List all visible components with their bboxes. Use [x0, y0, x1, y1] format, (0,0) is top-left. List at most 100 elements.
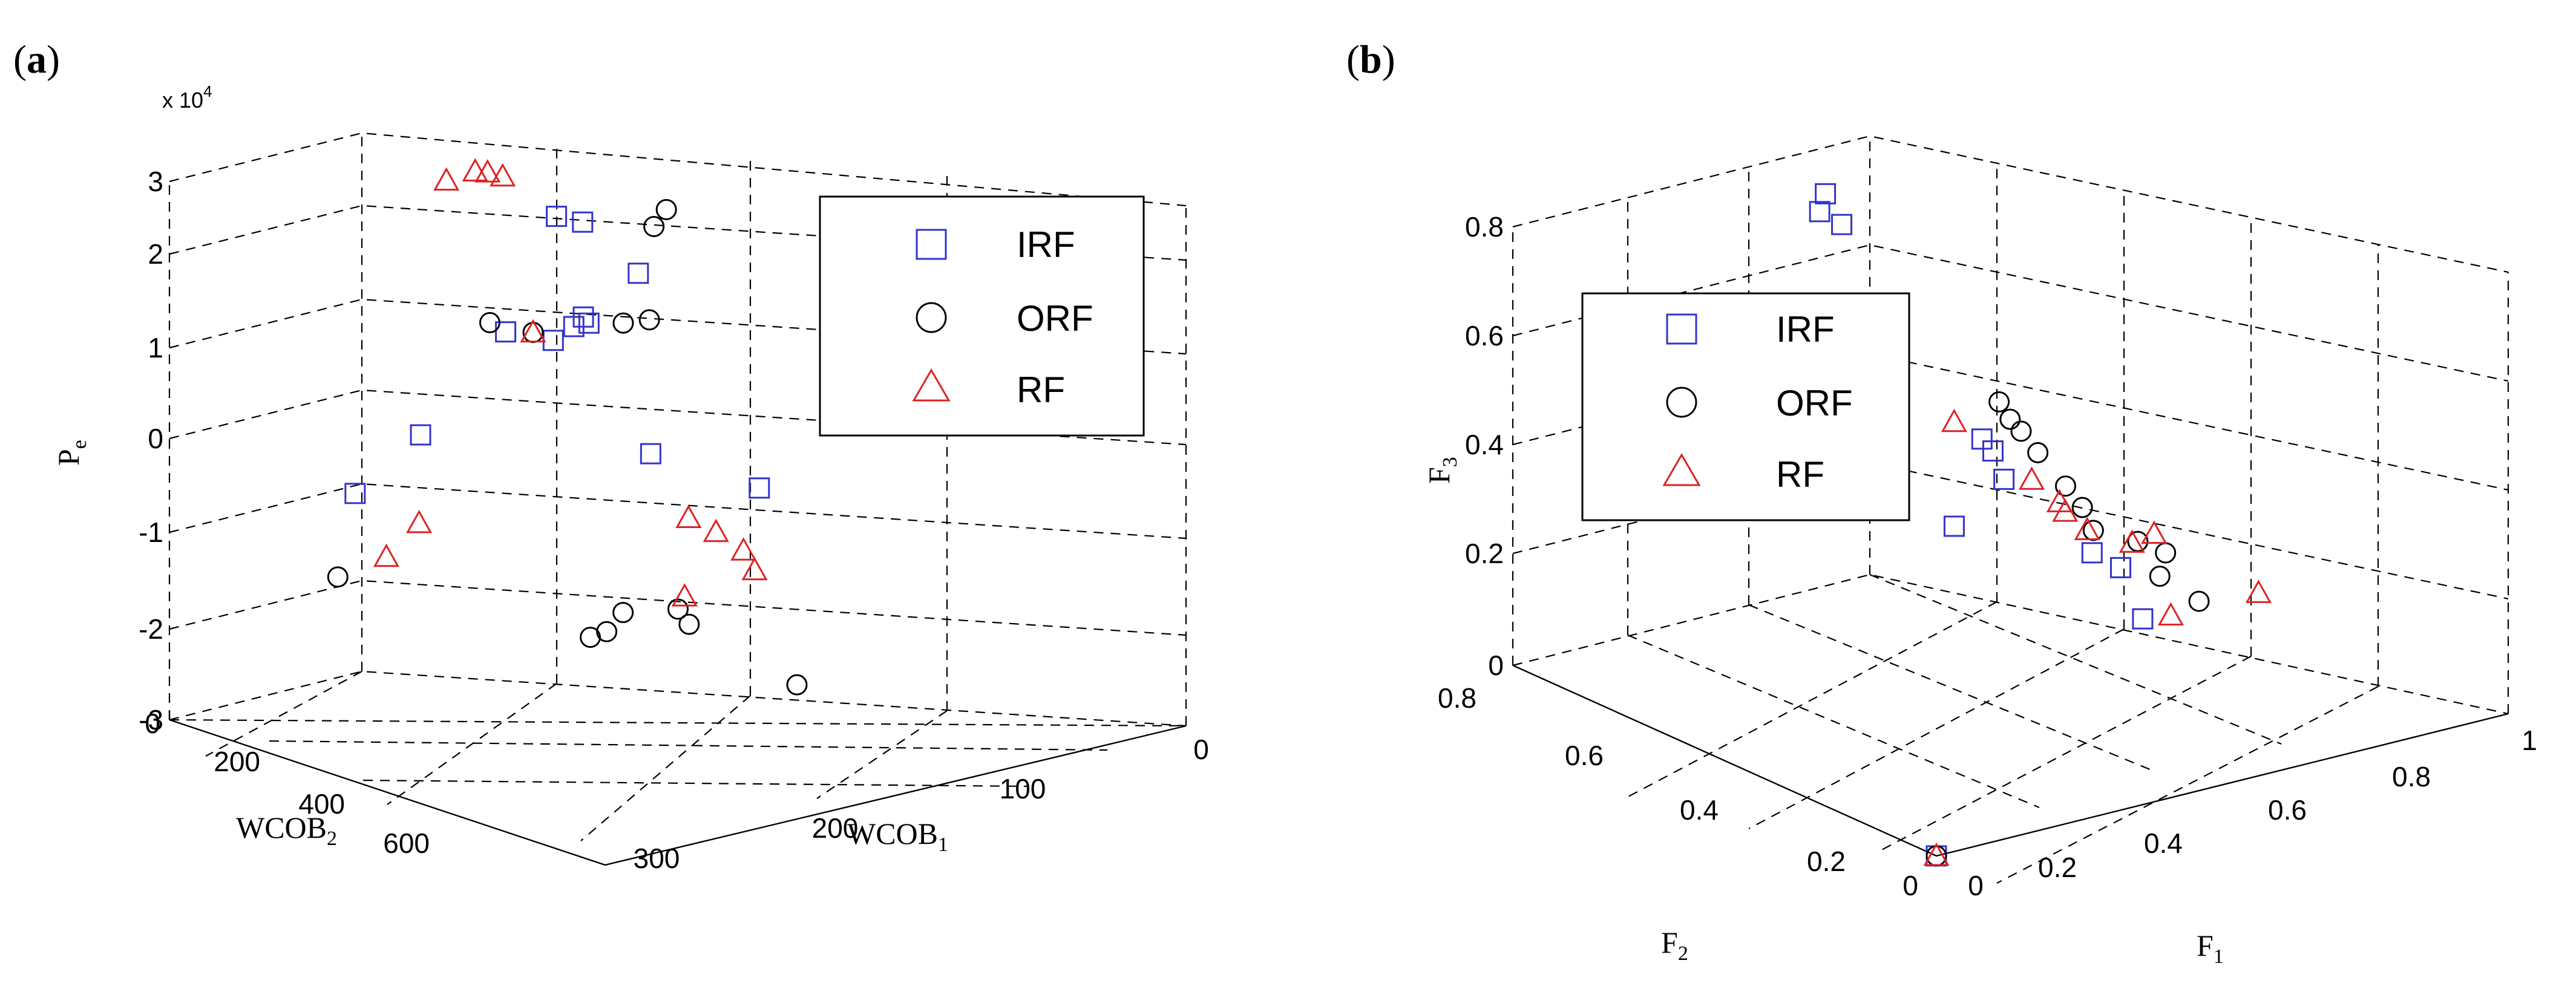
chart-b-y-ticks: 0 0.2 0.4 0.6 0.8 [1438, 682, 1918, 901]
chart-b-data-points [1809, 183, 2272, 867]
chart-a-x-tick-label: 200 [812, 812, 859, 844]
chart-a-legend-label-rf: RF [1017, 370, 1065, 410]
chart-b-x-tick-label: 0 [1968, 870, 1984, 901]
chart-b-z-axis-label: F3 [1422, 457, 1461, 484]
chart-b-point-orf [2055, 475, 2076, 497]
chart-a-point-irf [344, 483, 366, 504]
chart-b-legend-label-orf: ORF [1776, 383, 1853, 423]
chart-a-z-tick-label: -2 [139, 613, 163, 645]
chart-a-x-tick-label: 0 [1193, 734, 1209, 765]
chart-a-point-rf [675, 504, 702, 528]
chart-b-y-tick-label: 0 [1903, 870, 1918, 901]
chart-b-legend-marker-rf [1662, 453, 1701, 486]
chart-b-x-axis-label: F1 [2197, 928, 2224, 968]
chart-a-legend-marker-orf [916, 302, 947, 333]
chart-b-point-rf [2074, 517, 2100, 540]
chart-b-x-ticks: 00.20.40.60.81 [1968, 725, 2537, 901]
chart-b-point-irf [1809, 201, 1830, 223]
chart-b-point-orf [2010, 420, 2032, 442]
chart-a-point-irf [578, 312, 600, 334]
chart-a-point-irf [572, 211, 594, 233]
chart-a-point-orf [612, 602, 634, 624]
chart-a-legend-marker-rf [912, 368, 951, 402]
chart-b-point-orf [2027, 442, 2049, 463]
chart-b-point-rf [2052, 498, 2079, 522]
chart-a-y-tick-label: 200 [214, 746, 260, 777]
chart-a-point-irf [546, 206, 568, 227]
chart-a-z-tick-label: 0 [148, 423, 163, 454]
chart-a-legend: IRF ORF RF [819, 195, 1145, 437]
chart-b-z-tick-label: 0.8 [1465, 211, 1504, 243]
chart-a-point-rf [373, 543, 400, 567]
chart-b-y-tick-label: 0.4 [1680, 794, 1719, 826]
chart-a-point-orf [643, 215, 665, 237]
chart-b-z-ticks: 0 0.2 0.4 0.6 0.8 [1465, 211, 1504, 681]
chart-a-point-orf [612, 312, 634, 334]
chart-b-y-tick-label: 0.6 [1565, 740, 1604, 771]
chart-b-legend-label-rf: RF [1776, 454, 1824, 495]
chart-b-point-orf [1988, 391, 2010, 413]
chart-a-point-irf [410, 424, 431, 446]
chart-a-point-rf [474, 159, 501, 183]
chart-a-point-rf [730, 537, 757, 561]
chart-a-legend-marker-irf [916, 229, 947, 260]
chart-b-point-orf [2149, 566, 2171, 587]
chart-b-point-rf [2018, 466, 2045, 490]
chart-a-z-axis-label: Pe [51, 440, 91, 466]
chart-a-point-irf [628, 263, 649, 284]
chart-b-y-tick-label: 0.8 [1438, 682, 1476, 714]
chart-b-legend-label-irf: IRF [1776, 309, 1835, 350]
chart-a-axes [168, 711, 1187, 866]
chart-a-legend-box [819, 195, 1145, 437]
chart-a-point-orf [327, 566, 349, 588]
chart-b: (b) [1346, 38, 2537, 968]
chart-a-point-rf [741, 556, 768, 581]
chart-b-point-orf [2188, 590, 2210, 612]
chart-a-point-orf [786, 674, 808, 696]
chart-a-legend-label-orf: ORF [1017, 298, 1093, 339]
chart-b-grid [1512, 135, 2509, 884]
chart-b-z-tick-label: 0.4 [1465, 429, 1504, 460]
chart-b-point-irf [1982, 440, 2004, 462]
chart-b-point-irf [2110, 556, 2131, 578]
chart-a-x-axis-label: WCOB1 [847, 817, 948, 856]
chart-a-point-rf [406, 509, 433, 534]
chart-b-point-irf [1943, 515, 1965, 537]
chart-b-point-rf [2245, 579, 2272, 603]
chart-a-point-orf [580, 627, 601, 648]
chart-b-z-tick-label: 0.6 [1465, 320, 1504, 351]
chart-a-data-points [327, 158, 808, 696]
chart-b-point-rf [1941, 408, 1967, 432]
chart-a-point-orf [655, 198, 677, 220]
panel-label-b: (b) [1346, 38, 1395, 82]
chart-b-point-irf [1971, 428, 1993, 450]
chart-a-point-rf [490, 163, 516, 187]
chart-b-z-tick-label: 0.2 [1465, 538, 1504, 569]
chart-a-point-irf [749, 477, 770, 499]
chart-a-point-irf [495, 321, 517, 343]
chart-a-point-orf [638, 309, 660, 331]
chart-b-point-irf [2132, 608, 2154, 630]
chart-b-point-rf [2119, 529, 2145, 553]
chart-a-point-rf [671, 583, 698, 607]
chart-a-z-tick-label: -1 [139, 517, 163, 548]
chart-a-legend-label-irf: IRF [1017, 224, 1075, 265]
chart-b-x-tick-label: 1 [2522, 725, 2537, 756]
chart-a-z-multiplier: x 104 [162, 82, 212, 113]
chart-b-point-rf [2141, 520, 2168, 544]
chart-a-point-irf [640, 443, 661, 465]
chart-b-x-tick-label: 0.2 [2038, 852, 2077, 883]
chart-b-y-tick-label: 0.2 [1807, 846, 1846, 877]
chart-a-y-tick-label: 600 [383, 827, 430, 859]
chart-b-point-orf [2071, 497, 2093, 518]
chart-a-z-tick-label: 3 [148, 166, 163, 197]
chart-b-point-rf [2157, 602, 2184, 626]
chart-b-z-tick-label: 0 [1488, 650, 1504, 681]
chart-a-z-tick-label: 2 [148, 238, 163, 270]
chart-b-x-tick-label: 0.4 [2144, 827, 2183, 859]
chart-b-legend-marker-irf [1666, 313, 1697, 345]
chart-b-x-tick-label: 0.8 [2392, 761, 2431, 792]
